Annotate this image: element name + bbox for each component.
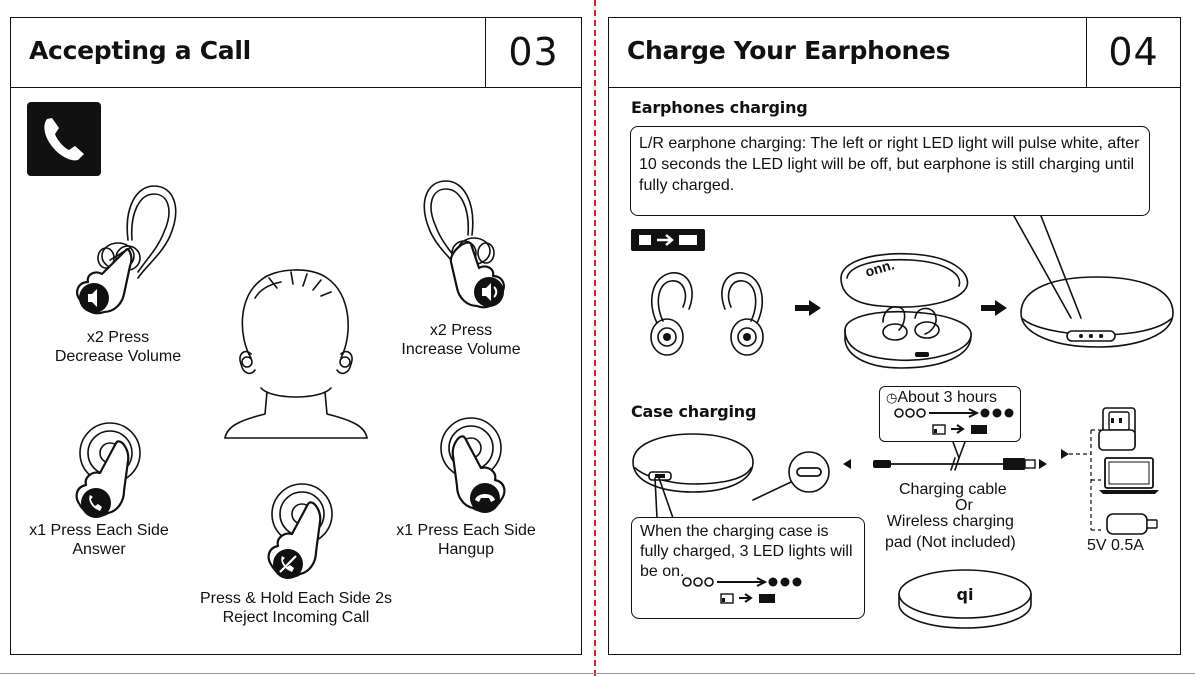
decrease-volume-label: x2 Press Decrease Volume — [43, 328, 193, 366]
arrow-right-icon — [981, 300, 1007, 316]
increase-line2: Increase Volume — [401, 341, 521, 358]
hangup-press-icon — [440, 417, 506, 513]
earphones-charging-note: L/R earphone charging: The left or right… — [630, 126, 1150, 216]
panel-header: Accepting a Call 03 — [11, 18, 581, 88]
arrow-right-icon — [795, 300, 821, 316]
answer-line1: x1 Press Each Side — [29, 522, 169, 539]
hangup-label: x1 Press Each Side Hangup — [386, 521, 546, 559]
led-progress-icon — [682, 577, 802, 604]
usb-c-port-icon — [752, 451, 830, 501]
head-back-illustration — [224, 269, 368, 439]
reject-press-icon — [267, 483, 333, 579]
charging-cable-label: Charging cable — [899, 481, 1007, 498]
volume-down-press-icon — [76, 247, 133, 315]
svg-text:qi: qi — [957, 585, 974, 604]
open-case-illustration — [840, 252, 972, 369]
earphones-charging-heading: Earphones charging — [631, 98, 808, 117]
hangup-line1: x1 Press Each Side — [396, 522, 536, 539]
answer-press-icon — [75, 422, 141, 518]
volume-up-press-icon — [449, 241, 505, 309]
decrease-line1: x2 Press — [86, 329, 150, 346]
reject-line1: Press & Hold Each Side 2s — [199, 590, 393, 607]
bottom-edge-line — [0, 673, 1195, 674]
accepting-call-panel: Accepting a Call 03 L x2 Press Decrease … — [10, 17, 582, 655]
charge-time-label: ◷About 3 hours — [886, 389, 1014, 407]
phone-icon — [27, 102, 101, 176]
panel-title: Accepting a Call — [29, 36, 251, 65]
panel-number: 04 — [1086, 18, 1180, 87]
earbuds-pair-illustration — [650, 272, 764, 356]
charge-earphones-panel: Charge Your Earphones 04 Earphones charg… — [608, 17, 1181, 655]
decrease-line2: Decrease Volume — [54, 348, 182, 365]
reject-line2: Reject Incoming Call — [222, 609, 370, 626]
wireless-label: Wireless charging pad (Not included) — [885, 512, 1016, 552]
led-progress-icon — [894, 408, 1014, 435]
earbud-to-case-icon — [631, 229, 705, 251]
or-label: Or — [955, 497, 973, 514]
page-divider — [594, 0, 596, 676]
wireless-line1: Wireless charging — [886, 513, 1014, 530]
callout-pointer — [654, 477, 674, 519]
case-charging-heading: Case charging — [631, 402, 757, 421]
hangup-line2: Hangup — [437, 541, 495, 558]
charging-cable-illustration — [843, 457, 1047, 471]
wireless-line2: pad (Not included) — [885, 534, 1016, 551]
panel-title: Charge Your Earphones — [627, 36, 951, 65]
case-charged-note: When the charging case is fully charged,… — [631, 517, 865, 619]
wireless-pad-illustration: qi — [898, 569, 1032, 629]
answer-label: x1 Press Each Side Answer — [19, 521, 179, 559]
increase-volume-label: x2 Press Increase Volume — [386, 321, 536, 359]
answer-line2: Answer — [72, 541, 126, 558]
closed-case-illustration — [1020, 276, 1174, 348]
increase-line1: x2 Press — [429, 322, 493, 339]
reject-label: Press & Hold Each Side 2s Reject Incomin… — [181, 589, 411, 627]
power-sources-illustration — [1061, 407, 1159, 535]
power-rating-label: 5V 0.5A — [1087, 537, 1144, 554]
panel-header: Charge Your Earphones 04 — [609, 18, 1180, 88]
clock-icon: ◷ — [886, 390, 898, 405]
callout-pointer — [1013, 215, 1082, 319]
panel-number: 03 — [485, 18, 581, 87]
charge-time-text: About 3 hours — [897, 389, 997, 406]
case-charged-text: When the charging case is fully charged,… — [640, 523, 853, 580]
